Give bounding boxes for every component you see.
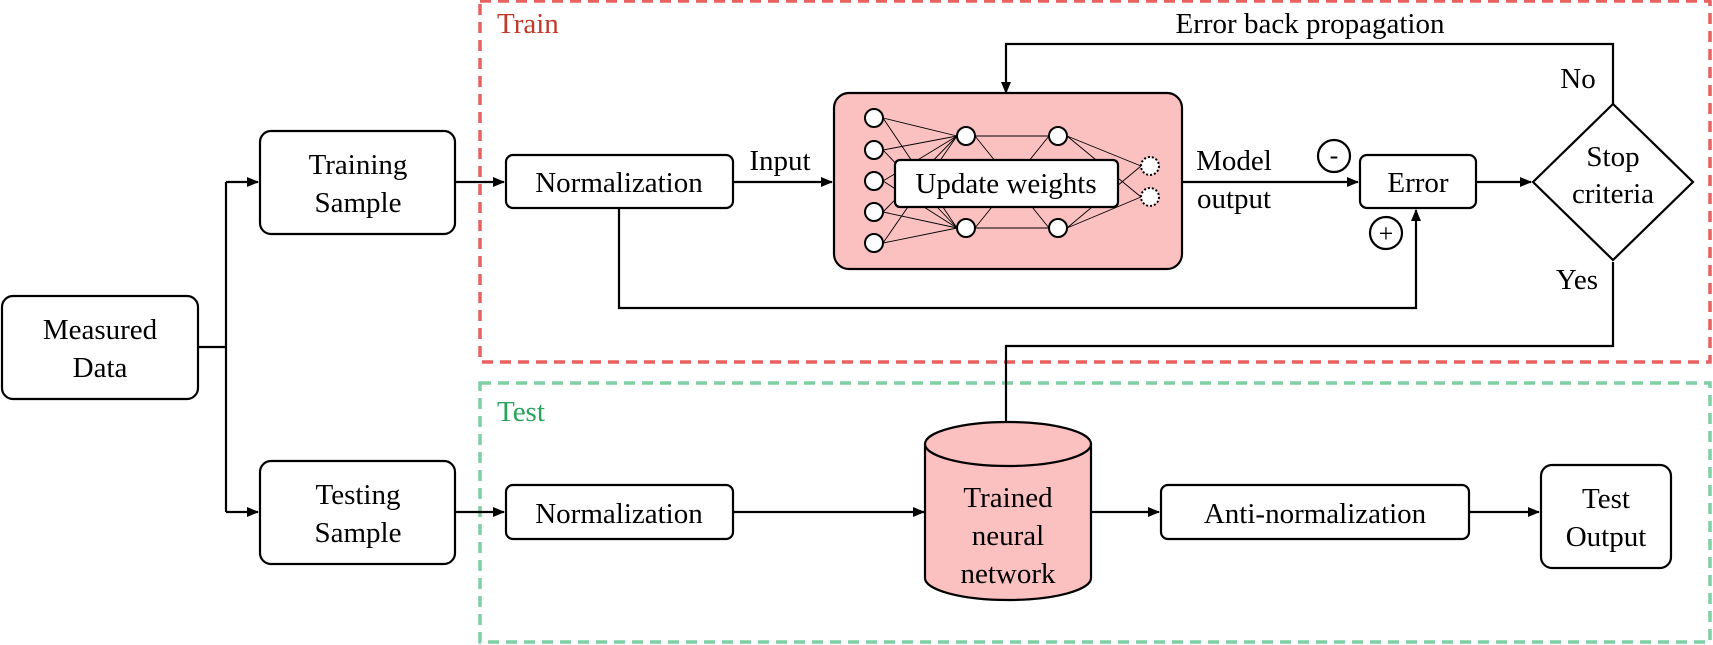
train-normalization-label: Normalization [535,167,703,199]
train-region-label: Train [497,8,559,40]
training-sample-line2: Sample [315,187,402,219]
neuron-node [1048,218,1068,238]
synapse-line [1066,196,1142,229]
trained-network-line1: Trained [963,482,1053,514]
measured-data-node: Measured Data [0,294,200,401]
update-weights-label: Update weights [915,168,1096,200]
neuron-node [864,202,884,222]
yes-label: Yes [1556,264,1598,296]
neural-network-block: Update weights [832,91,1184,271]
anti-normalization-node: Anti-normalization [1159,483,1471,541]
plus-sign: + [1368,215,1404,251]
stop-criteria-line2: criteria [1572,178,1654,210]
connectors [198,42,1615,517]
synapse-line [1066,135,1142,167]
neuron-node [864,108,884,128]
trained-network-line2: neural [972,520,1044,552]
testing-sample-line1: Testing [316,479,401,511]
test-normalization-node: Normalization [504,483,735,541]
svg-text:-: - [1330,141,1339,170]
stop-criteria-decision: Stop criteria [1531,102,1695,262]
svg-text:+: + [1379,219,1394,248]
train-region [478,0,1712,364]
test-normalization-label: Normalization [535,498,703,530]
error-back-propagation-label: Error back propagation [1176,8,1445,40]
testing-sample-line2: Sample [315,517,402,549]
test-output-line2: Output [1566,521,1647,553]
neuron-node [956,218,976,238]
neuron-node [864,171,884,191]
test-region-label: Test [497,396,545,428]
training-sample-line1: Training [309,149,408,181]
synapse-line [882,211,958,229]
neuron-node [956,126,976,146]
synapse-line [882,135,958,151]
test-output-line1: Test [1582,483,1630,515]
trained-neural-network-node: Trained neural network [923,420,1093,602]
neuron-node [1140,187,1160,207]
measured-data-line1: Measured [43,314,158,346]
anti-normalization-label: Anti-normalization [1204,498,1427,530]
error-label: Error [1387,167,1449,199]
training-sample-node: Training Sample [258,129,457,236]
trained-network-line3: network [960,558,1056,590]
neuron-node [864,140,884,160]
measured-data-line2: Data [73,352,128,384]
neuron-node [864,233,884,253]
testing-sample-node: Testing Sample [258,459,457,566]
synapse-line [882,117,958,137]
neuron-node [1048,126,1068,146]
train-normalization-node: Normalization [504,153,735,210]
stop-criteria-line1: Stop [1586,141,1639,173]
model-output-label-line2: output [1197,183,1271,215]
test-output-node: Test Output [1539,463,1673,570]
neuron-node [1140,156,1160,176]
input-label: Input [749,145,810,177]
neural-network-icon [864,108,1160,253]
synapse-line [882,227,958,244]
no-label: No [1560,63,1595,95]
model-output-label-line1: Model [1196,145,1272,177]
error-node: Error [1358,153,1478,210]
minus-sign: - [1316,138,1352,174]
